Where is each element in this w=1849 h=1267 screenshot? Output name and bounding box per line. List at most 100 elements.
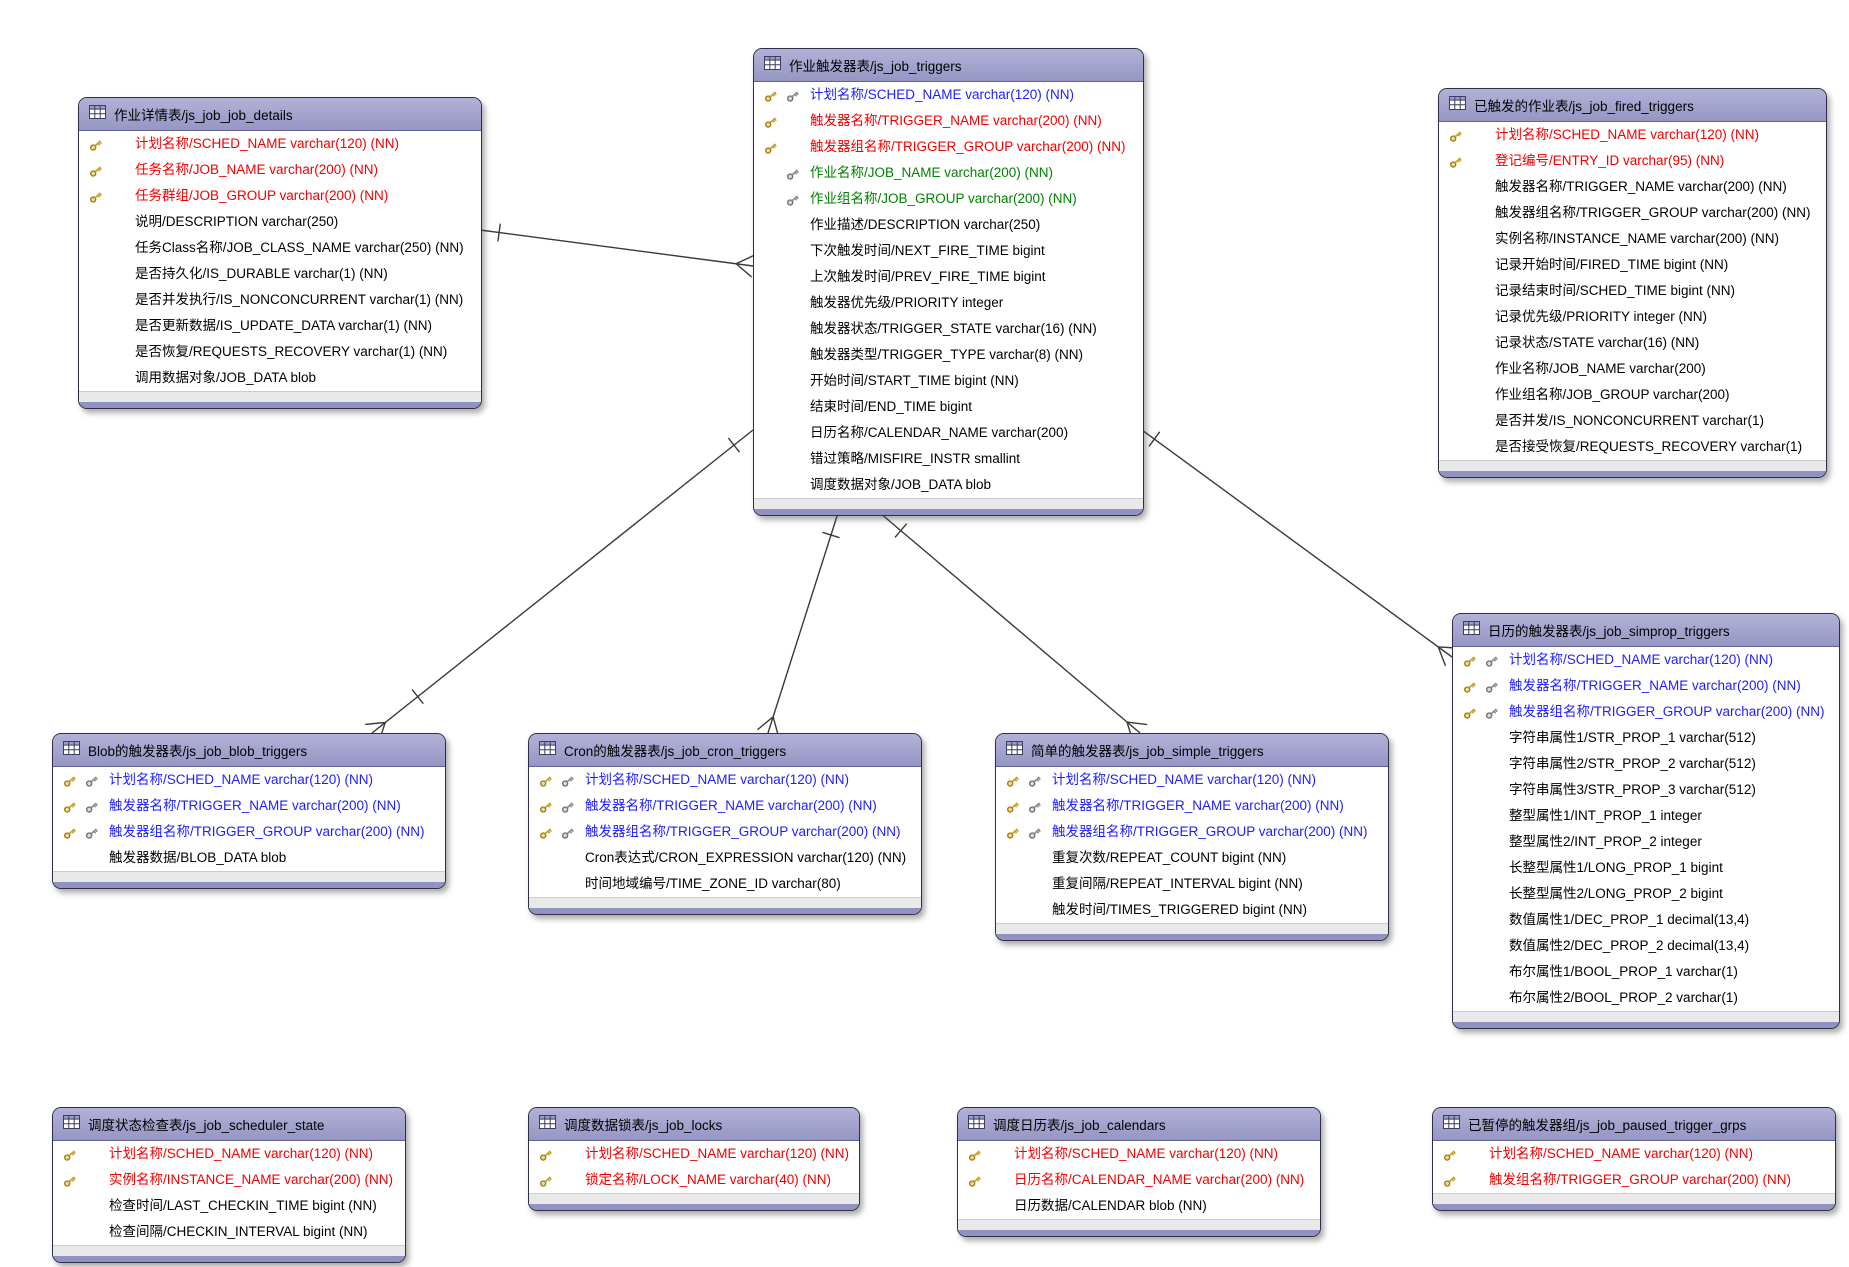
field-row[interactable]: 调度数据对象/JOB_DATA blob <box>754 472 1143 498</box>
field-row[interactable]: 数值属性1/DEC_PROP_1 decimal(13,4) <box>1453 907 1839 933</box>
field-row[interactable]: 触发组名称/TRIGGER_GROUP varchar(200) (NN) <box>1433 1167 1835 1193</box>
table-header[interactable]: Blob的触发器表/js_job_blob_triggers <box>53 734 445 767</box>
relationship-triggers-to-cron_triggers[interactable] <box>757 512 840 737</box>
entity-table-js_job_fired_triggers[interactable]: 已触发的作业表/js_job_fired_triggers <box>1438 88 1827 478</box>
field-row[interactable]: 上次触发时间/PREV_FIRE_TIME bigint <box>754 264 1143 290</box>
field-row[interactable]: 作业组名称/JOB_GROUP varchar(200) (NN) <box>754 186 1143 212</box>
entity-table-js_job_simple_triggers[interactable]: 简单的触发器表/js_job_simple_triggers <box>995 733 1389 941</box>
entity-table-js_job_triggers[interactable]: 作业触发器表/js_job_triggers <box>753 48 1144 516</box>
field-row[interactable]: 是否接受恢复/REQUESTS_RECOVERY varchar(1) <box>1439 434 1826 460</box>
table-header[interactable]: 作业详情表/js_job_job_details <box>79 98 481 131</box>
field-row[interactable]: 实例名称/INSTANCE_NAME varchar(200) (NN) <box>1439 226 1826 252</box>
field-row[interactable]: 结束时间/END_TIME bigint <box>754 394 1143 420</box>
field-row[interactable]: 时间地域编号/TIME_ZONE_ID varchar(80) <box>529 871 921 897</box>
field-row[interactable]: 计划名称/SCHED_NAME varchar(120) (NN) <box>79 131 481 157</box>
field-row[interactable]: 触发器名称/TRIGGER_NAME varchar(200) (NN) <box>529 793 921 819</box>
field-row[interactable]: 字符串属性2/STR_PROP_2 varchar(512) <box>1453 751 1839 777</box>
field-row[interactable]: 记录状态/STATE varchar(16) (NN) <box>1439 330 1826 356</box>
field-row[interactable]: 任务Class名称/JOB_CLASS_NAME varchar(250) (N… <box>79 235 481 261</box>
field-row[interactable]: 数值属性2/DEC_PROP_2 decimal(13,4) <box>1453 933 1839 959</box>
field-row[interactable]: 作业名称/JOB_NAME varchar(200) <box>1439 356 1826 382</box>
field-row[interactable]: 触发器数据/BLOB_DATA blob <box>53 845 445 871</box>
table-header[interactable]: 已暂停的触发器组/js_job_paused_trigger_grps <box>1433 1108 1835 1141</box>
field-row[interactable]: 重复次数/REPEAT_COUNT bigint (NN) <box>996 845 1388 871</box>
table-header[interactable]: 日历的触发器表/js_job_simprop_triggers <box>1453 614 1839 647</box>
field-row[interactable]: 作业描述/DESCRIPTION varchar(250) <box>754 212 1143 238</box>
field-row[interactable]: 任务名称/JOB_NAME varchar(200) (NN) <box>79 157 481 183</box>
field-row[interactable]: 日历名称/CALENDAR_NAME varchar(200) (NN) <box>958 1167 1320 1193</box>
entity-table-js_job_locks[interactable]: 调度数据锁表/js_job_locks <box>528 1107 860 1211</box>
field-row[interactable]: Cron表达式/CRON_EXPRESSION varchar(120) (NN… <box>529 845 921 871</box>
relationship-triggers-to-blob_triggers[interactable] <box>365 429 754 742</box>
field-row[interactable]: 是否更新数据/IS_UPDATE_DATA varchar(1) (NN) <box>79 313 481 339</box>
field-row[interactable]: 计划名称/SCHED_NAME varchar(120) (NN) <box>754 82 1143 108</box>
field-row[interactable]: 记录结束时间/SCHED_TIME bigint (NN) <box>1439 278 1826 304</box>
field-row[interactable]: 布尔属性1/BOOL_PROP_1 varchar(1) <box>1453 959 1839 985</box>
field-row[interactable]: 说明/DESCRIPTION varchar(250) <box>79 209 481 235</box>
entity-table-js_job_simprop_triggers[interactable]: 日历的触发器表/js_job_simprop_triggers <box>1452 613 1840 1029</box>
entity-table-js_job_scheduler_state[interactable]: 调度状态检查表/js_job_scheduler_state <box>52 1107 406 1263</box>
field-row[interactable]: 整型属性2/INT_PROP_2 integer <box>1453 829 1839 855</box>
field-row[interactable]: 触发器组名称/TRIGGER_GROUP varchar(200) (NN) <box>53 819 445 845</box>
field-row[interactable]: 计划名称/SCHED_NAME varchar(120) (NN) <box>958 1141 1320 1167</box>
field-row[interactable]: 长整型属性1/LONG_PROP_1 bigint <box>1453 855 1839 881</box>
entity-table-js_job_blob_triggers[interactable]: Blob的触发器表/js_job_blob_triggers <box>52 733 446 889</box>
field-row[interactable]: 日历数据/CALENDAR blob (NN) <box>958 1193 1320 1219</box>
field-row[interactable]: 是否并发执行/IS_NONCONCURRENT varchar(1) (NN) <box>79 287 481 313</box>
table-header[interactable]: 简单的触发器表/js_job_simple_triggers <box>996 734 1388 767</box>
field-row[interactable]: 是否并发/IS_NONCONCURRENT varchar(1) <box>1439 408 1826 434</box>
relationship-job_details-to-triggers[interactable] <box>479 223 755 278</box>
field-row[interactable]: 长整型属性2/LONG_PROP_2 bigint <box>1453 881 1839 907</box>
field-row[interactable]: 触发器名称/TRIGGER_NAME varchar(200) (NN) <box>1453 673 1839 699</box>
field-row[interactable]: 触发器组名称/TRIGGER_GROUP varchar(200) (NN) <box>996 819 1388 845</box>
field-row[interactable]: 记录优先级/PRIORITY integer (NN) <box>1439 304 1826 330</box>
field-row[interactable]: 触发器名称/TRIGGER_NAME varchar(200) (NN) <box>53 793 445 819</box>
field-row[interactable]: 是否恢复/REQUESTS_RECOVERY varchar(1) (NN) <box>79 339 481 365</box>
field-row[interactable]: 触发器类型/TRIGGER_TYPE varchar(8) (NN) <box>754 342 1143 368</box>
field-row[interactable]: 布尔属性2/BOOL_PROP_2 varchar(1) <box>1453 985 1839 1011</box>
field-row[interactable]: 触发器状态/TRIGGER_STATE varchar(16) (NN) <box>754 316 1143 342</box>
field-row[interactable]: 触发器组名称/TRIGGER_GROUP varchar(200) (NN) <box>754 134 1143 160</box>
field-row[interactable]: 登记编号/ENTRY_ID varchar(95) (NN) <box>1439 148 1826 174</box>
field-row[interactable]: 任务群组/JOB_GROUP varchar(200) (NN) <box>79 183 481 209</box>
relationship-triggers-to-simple_triggers[interactable] <box>879 512 1148 742</box>
entity-table-js_job_paused_trigger_grps[interactable]: 已暂停的触发器组/js_job_paused_trigger_grps <box>1432 1107 1836 1211</box>
field-row[interactable]: 重复间隔/REPEAT_INTERVAL bigint (NN) <box>996 871 1388 897</box>
table-header[interactable]: 调度状态检查表/js_job_scheduler_state <box>53 1108 405 1141</box>
field-row[interactable]: 锁定名称/LOCK_NAME varchar(40) (NN) <box>529 1167 859 1193</box>
entity-table-js_job_job_details[interactable]: 作业详情表/js_job_job_details <box>78 97 482 409</box>
field-row[interactable]: 开始时间/START_TIME bigint (NN) <box>754 368 1143 394</box>
field-row[interactable]: 计划名称/SCHED_NAME varchar(120) (NN) <box>996 767 1388 793</box>
field-row[interactable]: 触发时间/TIMES_TRIGGERED bigint (NN) <box>996 897 1388 923</box>
field-row[interactable]: 作业名称/JOB_NAME varchar(200) (NN) <box>754 160 1143 186</box>
field-row[interactable]: 整型属性1/INT_PROP_1 integer <box>1453 803 1839 829</box>
field-row[interactable]: 下次触发时间/NEXT_FIRE_TIME bigint <box>754 238 1143 264</box>
table-header[interactable]: 调度数据锁表/js_job_locks <box>529 1108 859 1141</box>
field-row[interactable]: 记录开始时间/FIRED_TIME bigint (NN) <box>1439 252 1826 278</box>
field-row[interactable]: 字符串属性3/STR_PROP_3 varchar(512) <box>1453 777 1839 803</box>
field-row[interactable]: 计划名称/SCHED_NAME varchar(120) (NN) <box>1453 647 1839 673</box>
field-row[interactable]: 日历名称/CALENDAR_NAME varchar(200) <box>754 420 1143 446</box>
field-row[interactable]: 实例名称/INSTANCE_NAME varchar(200) (NN) <box>53 1167 405 1193</box>
field-row[interactable]: 计划名称/SCHED_NAME varchar(120) (NN) <box>1433 1141 1835 1167</box>
field-row[interactable]: 触发器名称/TRIGGER_NAME varchar(200) (NN) <box>754 108 1143 134</box>
field-row[interactable]: 调用数据对象/JOB_DATA blob <box>79 365 481 391</box>
entity-table-js_job_cron_triggers[interactable]: Cron的触发器表/js_job_cron_triggers <box>528 733 922 915</box>
field-row[interactable]: 触发器组名称/TRIGGER_GROUP varchar(200) (NN) <box>1439 200 1826 226</box>
entity-table-js_job_calendars[interactable]: 调度日历表/js_job_calendars <box>957 1107 1321 1237</box>
field-row[interactable]: 计划名称/SCHED_NAME varchar(120) (NN) <box>53 1141 405 1167</box>
field-row[interactable]: 触发器名称/TRIGGER_NAME varchar(200) (NN) <box>1439 174 1826 200</box>
field-row[interactable]: 触发器组名称/TRIGGER_GROUP varchar(200) (NN) <box>1453 699 1839 725</box>
field-row[interactable]: 触发器优先级/PRIORITY integer <box>754 290 1143 316</box>
field-row[interactable]: 计划名称/SCHED_NAME varchar(120) (NN) <box>1439 122 1826 148</box>
field-row[interactable]: 检查间隔/CHECKIN_INTERVAL bigint (NN) <box>53 1219 405 1245</box>
field-row[interactable]: 触发器组名称/TRIGGER_GROUP varchar(200) (NN) <box>529 819 921 845</box>
field-row[interactable]: 错过策略/MISFIRE_INSTR smallint <box>754 446 1143 472</box>
field-row[interactable]: 字符串属性1/STR_PROP_1 varchar(512) <box>1453 725 1839 751</box>
field-row[interactable]: 触发器名称/TRIGGER_NAME varchar(200) (NN) <box>996 793 1388 819</box>
field-row[interactable]: 计划名称/SCHED_NAME varchar(120) (NN) <box>529 767 921 793</box>
table-header[interactable]: 调度日历表/js_job_calendars <box>958 1108 1320 1141</box>
field-row[interactable]: 检查时间/LAST_CHECKIN_TIME bigint (NN) <box>53 1193 405 1219</box>
relationship-triggers-to-simprop_triggers[interactable] <box>1141 429 1459 667</box>
field-row[interactable]: 作业组名称/JOB_GROUP varchar(200) <box>1439 382 1826 408</box>
